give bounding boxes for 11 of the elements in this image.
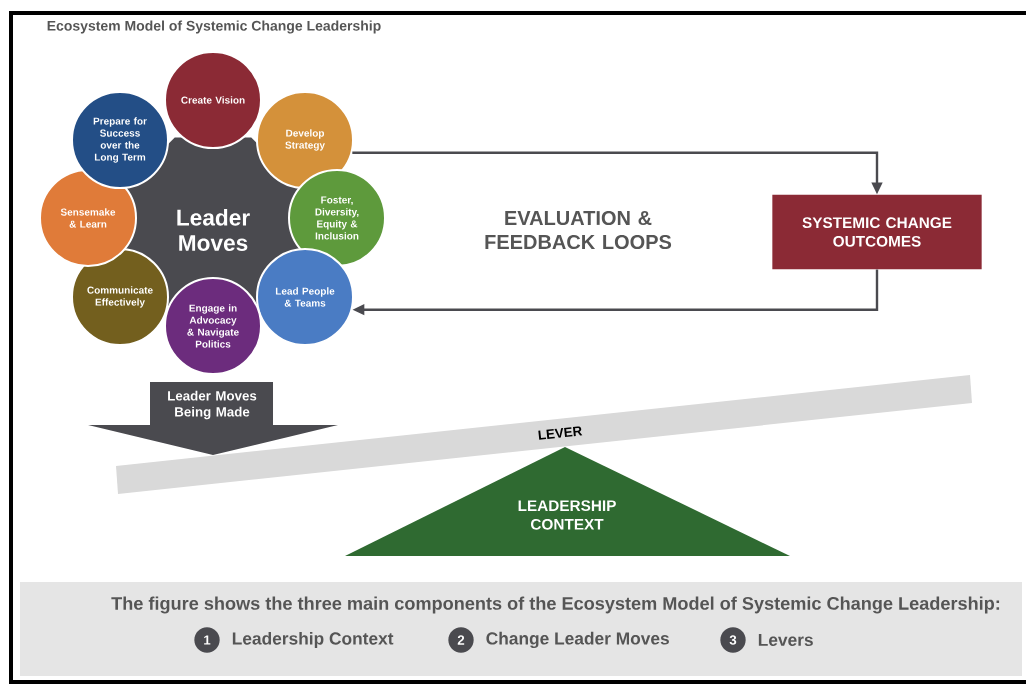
title: Ecosystem Model of Systemic Change Leadership — [47, 20, 381, 34]
outcome-box: SYSTEMIC CHANGE OUTCOMES — [772, 194, 982, 270]
item-text: Change Leader Moves — [486, 631, 669, 649]
item-text: Levers — [758, 633, 813, 647]
callout-number: 1 — [194, 627, 220, 653]
loop-label: EVALUATION & FEEDBACK LOOPS — [485, 210, 672, 250]
callout-number: 3 — [720, 627, 746, 653]
caption: The figure shows the three main components of the Ecosystem Model of Systemic Change Leadership: — [111, 596, 1000, 614]
item-text: Leadership Context — [232, 631, 394, 649]
callout-number: 2 — [448, 627, 474, 653]
fulcrum-triangle: LEADERSHIP CONTEXT — [345, 447, 790, 556]
